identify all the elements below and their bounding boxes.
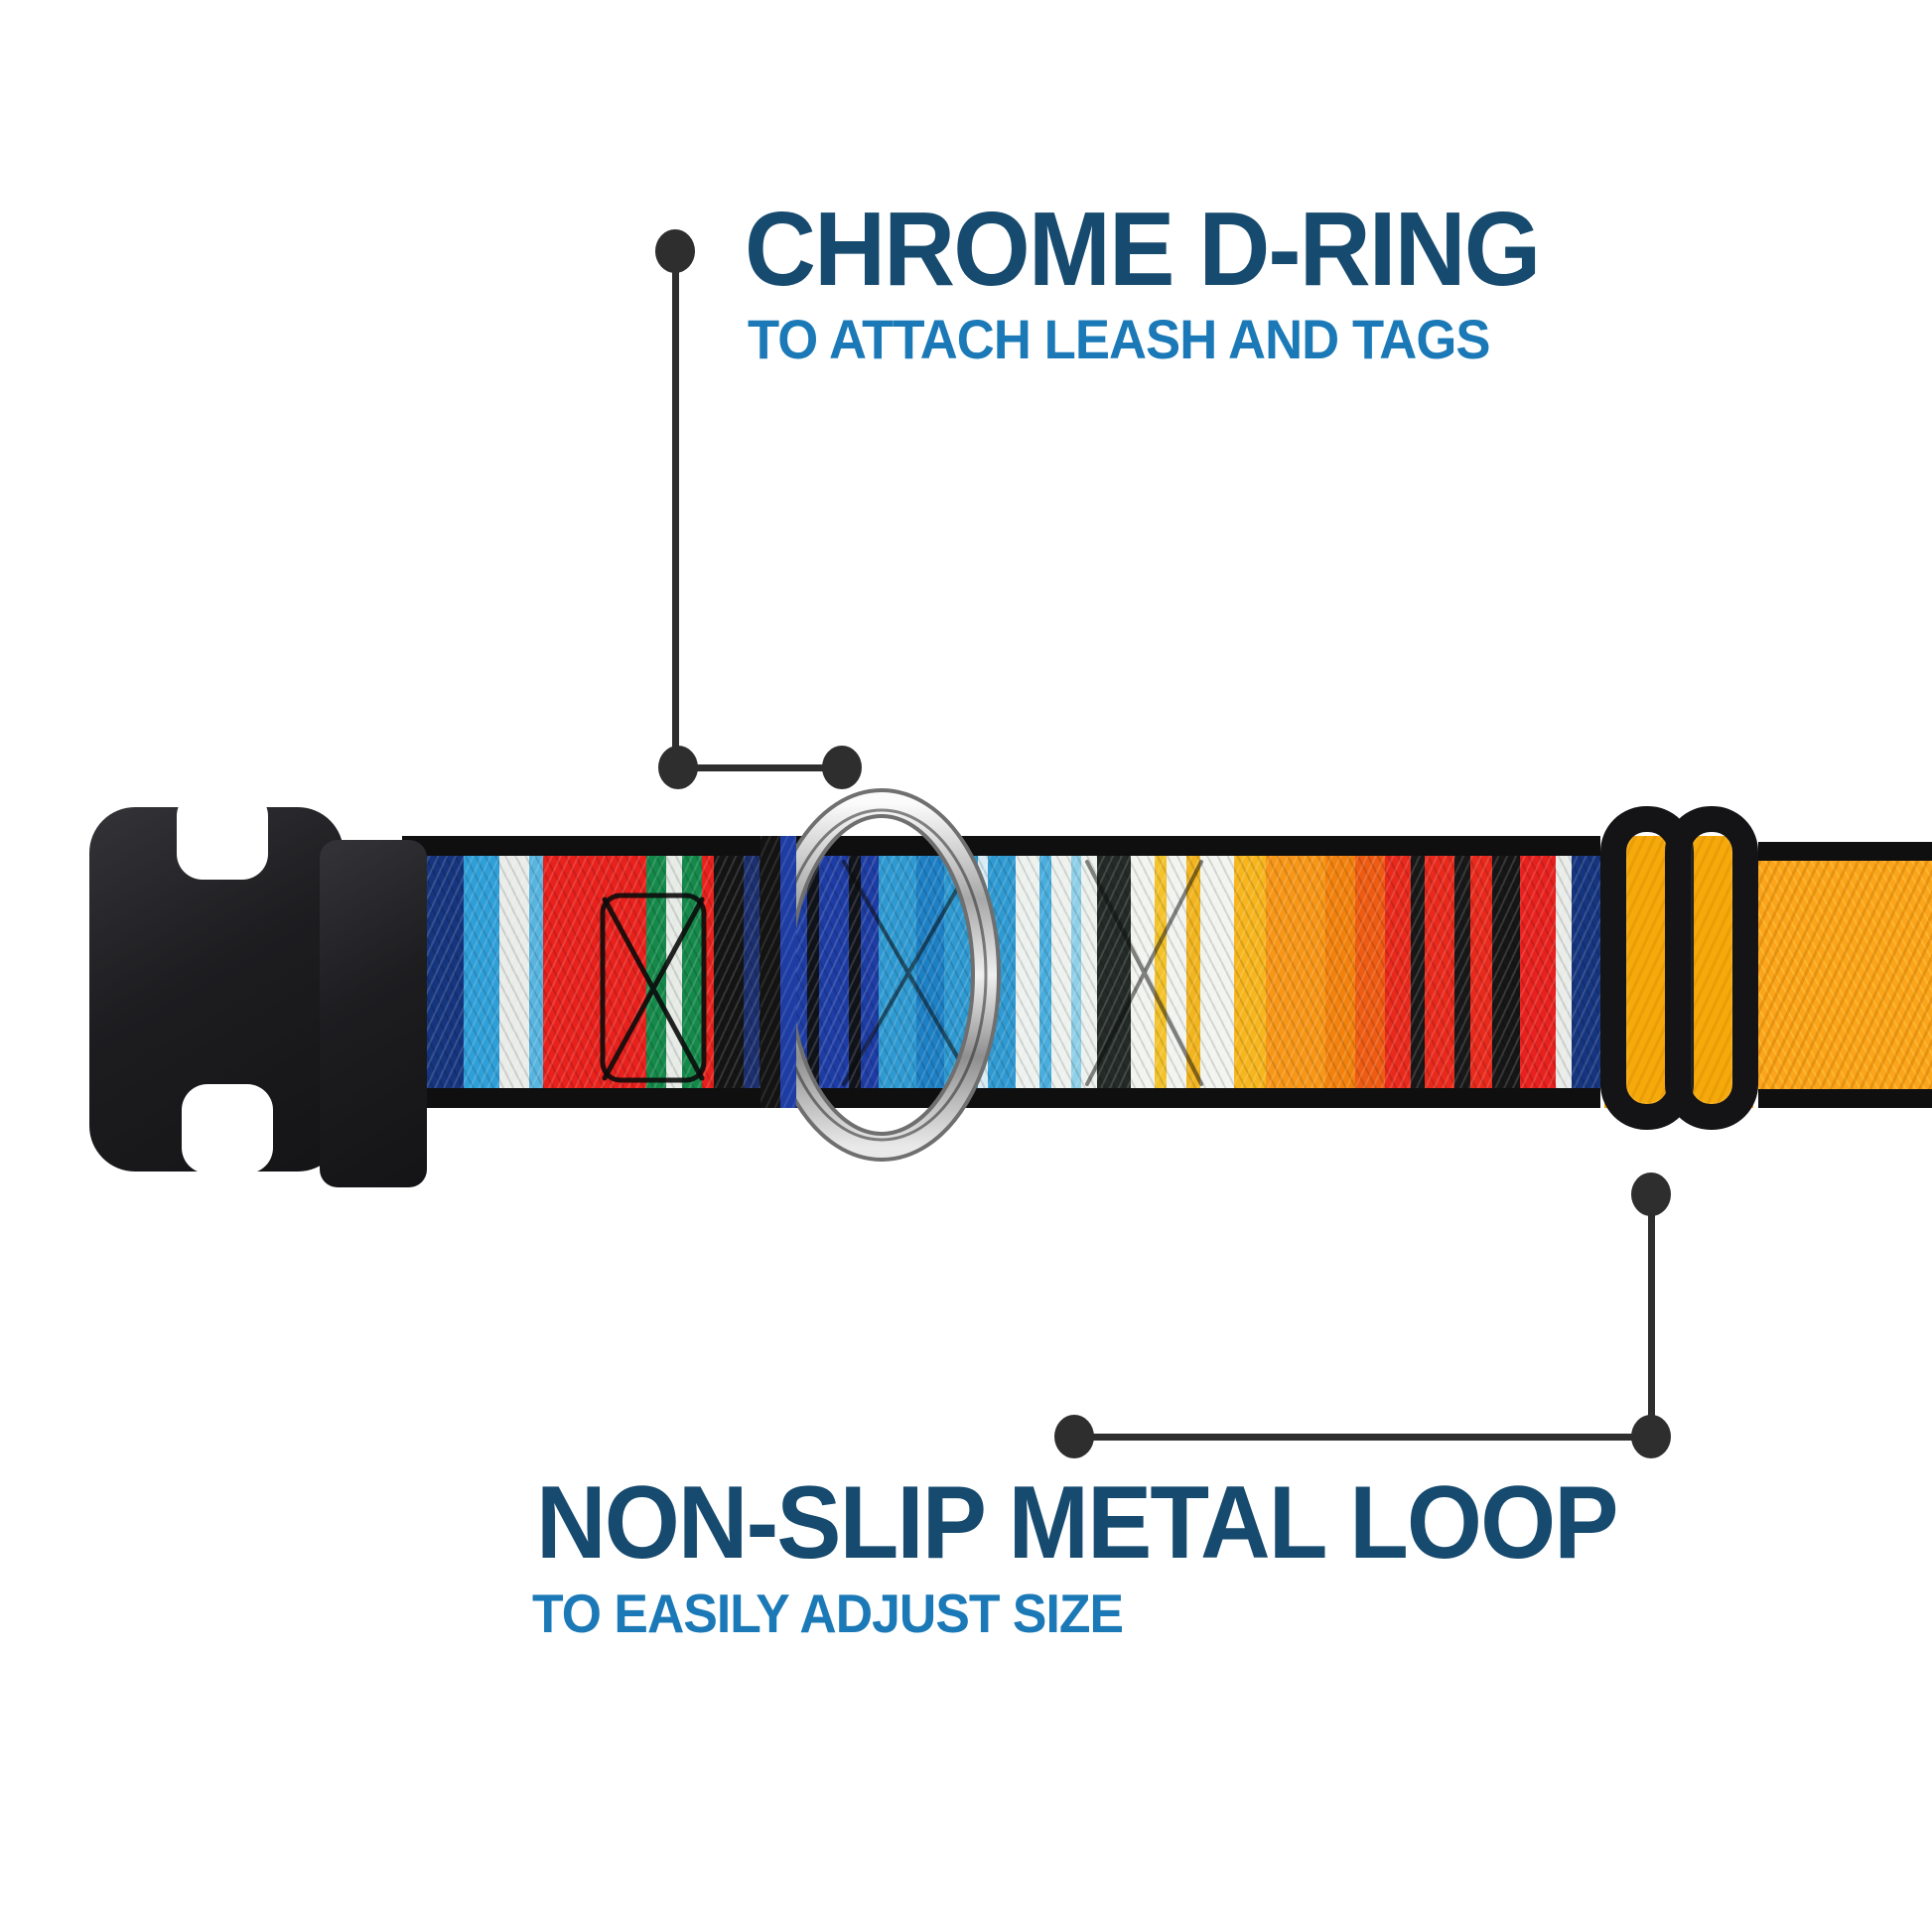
webbing-stripe — [464, 856, 499, 1088]
top-annotation-title: CHROME D-RING — [745, 191, 1541, 308]
webbing-stripe — [1016, 856, 1039, 1088]
webbing-stripe — [1234, 856, 1266, 1088]
bottom-annotation-title: NON-SLIP METAL LOOP — [536, 1465, 1618, 1581]
webbing-stripe — [714, 856, 744, 1088]
webbing-stripe — [1572, 856, 1601, 1088]
webbing-stripe — [1454, 856, 1470, 1088]
webbing-stripe — [529, 856, 543, 1088]
bottom-annotation-subtitle: TO EASILY ADJUST SIZE — [532, 1583, 1124, 1644]
webbing-stripe — [1039, 856, 1051, 1088]
bottom-callout-end-dot — [1054, 1415, 1094, 1458]
buckle-top-notch — [177, 790, 268, 880]
webbing-stripe — [1155, 856, 1167, 1088]
bottom-callout-horizontal-line — [1074, 1434, 1651, 1441]
webbing-stripe — [807, 856, 819, 1088]
webbing-stripe — [744, 856, 759, 1088]
webbing-stripe — [849, 856, 861, 1088]
webbing-stripe — [1492, 856, 1520, 1088]
webbing-stripe — [916, 856, 944, 1088]
webbing-stripe — [1355, 856, 1385, 1088]
webbing-stripe — [1325, 856, 1355, 1088]
top-callout-target-dot — [822, 746, 862, 789]
webbing-stripe — [819, 856, 849, 1088]
webbing-stripe — [1520, 856, 1556, 1088]
top-annotation-subtitle: TO ATTACH LEASH AND TAGS — [748, 308, 1490, 370]
plastic-buckle-neck — [320, 840, 427, 1187]
top-callout-horizontal-line — [678, 764, 842, 771]
webbing-stripe — [1385, 856, 1411, 1088]
webbing-fold-over-ring — [760, 836, 796, 1108]
webbing-stripe — [422, 856, 464, 1088]
webbing-stripe — [646, 856, 666, 1088]
webbing-stripe — [1186, 856, 1200, 1088]
metal-slider-right-loop — [1665, 806, 1758, 1130]
webbing-stripe — [1266, 856, 1325, 1088]
amber-webbing — [1758, 842, 1932, 1108]
stitch-marks — [600, 860, 1203, 1086]
buckle-bottom-notch — [182, 1084, 273, 1173]
webbing-stripe — [1425, 856, 1454, 1088]
webbing-stripe — [1051, 856, 1071, 1088]
webbing-stripe — [1411, 856, 1425, 1088]
webbing-stripe — [1470, 856, 1492, 1088]
webbing-stripe — [499, 856, 529, 1088]
webbing-stripe — [1081, 856, 1097, 1088]
webbing-stripe — [1071, 856, 1081, 1088]
webbing-stripe — [1556, 856, 1572, 1088]
bottom-callout-vertical-line — [1648, 1196, 1655, 1437]
webbing-stripe — [1200, 856, 1234, 1088]
top-callout-vertical-line — [672, 256, 679, 769]
webbing-stripe — [682, 856, 702, 1088]
